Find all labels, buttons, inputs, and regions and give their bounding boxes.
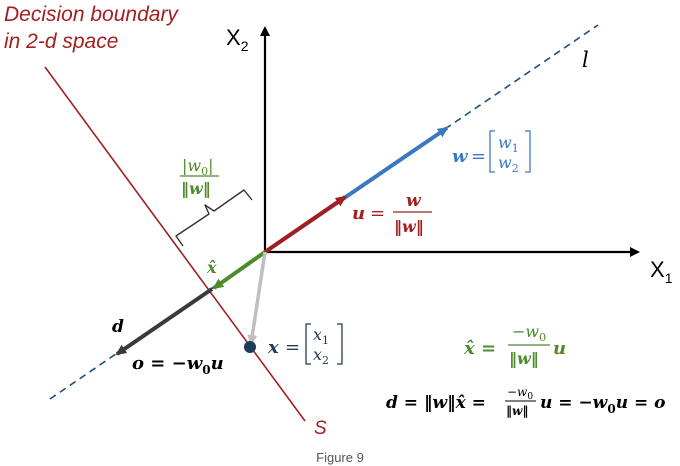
w1-entry: w1: [498, 133, 519, 155]
x-bracket-right: [337, 323, 343, 365]
x-definition: x = x1 x2: [267, 323, 343, 367]
w2-entry: w2: [498, 153, 519, 175]
xhat-equation: x̂ = −w0 ‖w‖ u: [463, 322, 566, 368]
u-equals: =: [370, 203, 385, 224]
line-l-label: l: [582, 48, 589, 72]
w-definition: w = w1 w2: [452, 130, 531, 175]
w-lhs: w: [452, 146, 469, 167]
distance-label: |w0| ‖w‖: [180, 156, 219, 198]
point-x: [244, 341, 256, 353]
distance-denominator: ‖w‖: [181, 179, 211, 198]
xhat-label: x̂: [206, 258, 217, 277]
x1-entry: x1: [313, 325, 329, 347]
x1-axis-label: X1: [650, 257, 673, 286]
u-numerator: w: [406, 191, 422, 211]
u-denominator: ‖w‖: [394, 217, 424, 236]
line-l-upper: [444, 24, 599, 130]
vector-d: [115, 287, 214, 356]
vector-x: [247, 251, 267, 346]
distance-numerator: |w0|: [182, 156, 213, 178]
title-line1: Decision boundary: [4, 3, 179, 26]
x2-entry: x2: [313, 345, 329, 367]
d-eq-numerator: −w0: [507, 385, 533, 402]
u-definition: u = w ‖w‖: [352, 191, 432, 236]
d-equation: d = ‖w‖x̂ = −w0 ‖w‖ u = −w0u = o: [386, 385, 665, 418]
d-eq-lhs: d = ‖w‖x̂ =: [386, 393, 486, 413]
d-label: d: [112, 317, 124, 337]
figure-caption: Figure 9: [316, 450, 364, 465]
xhat-eq-denominator: ‖w‖: [509, 349, 539, 368]
vector-u: [263, 195, 347, 254]
w-bracket-right: [525, 130, 531, 173]
distance-brace: [175, 189, 253, 247]
w-equals: =: [471, 146, 486, 167]
xhat-eq-lhs: x̂ =: [463, 338, 496, 359]
vector-xhat: [212, 250, 267, 290]
title-line2: in 2-d space: [4, 30, 118, 53]
d-eq-rhs: u = −w0u = o: [540, 393, 665, 416]
decision-boundary-line: [44, 66, 306, 422]
x2-axis-label: X2: [226, 25, 249, 54]
xhat-eq-rhs: u: [553, 338, 566, 359]
u-lhs: u: [352, 203, 365, 224]
xhat-eq-numerator: −w0: [512, 322, 546, 344]
x-lhs: x: [267, 337, 279, 358]
x-equals: =: [285, 337, 300, 358]
x-bracket-left: [305, 323, 311, 365]
d-eq-denominator: ‖w‖: [506, 404, 528, 418]
w-bracket-left: [489, 130, 495, 173]
o-equation: o = −w0u: [132, 353, 224, 377]
line-s-label: S: [314, 418, 327, 439]
